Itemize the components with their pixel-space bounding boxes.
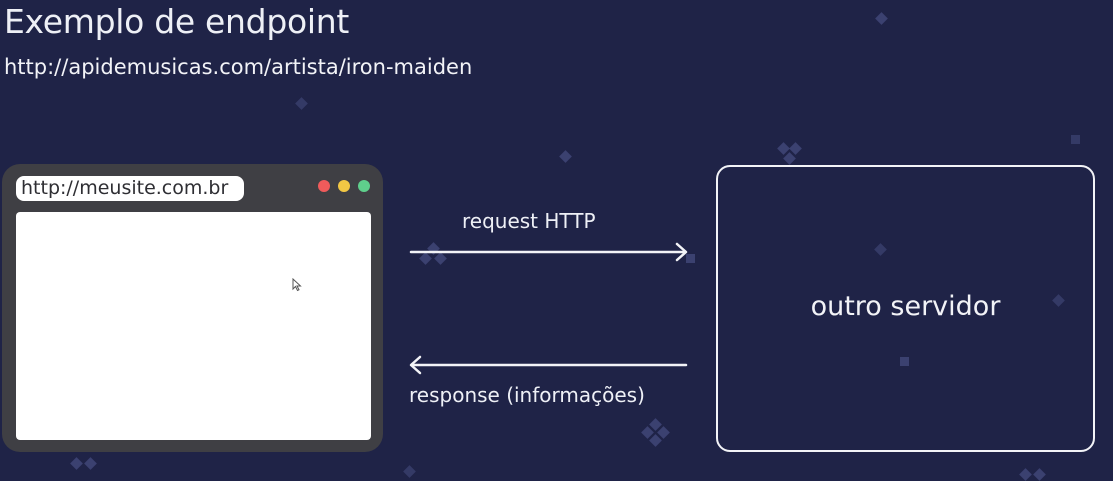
request-label: request HTTP — [462, 209, 596, 233]
address-bar[interactable]: http://meusite.com.br — [16, 176, 244, 201]
response-label: response (informações) — [409, 383, 645, 407]
server-box: outro servidor — [716, 165, 1095, 452]
mouse-cursor-icon — [292, 278, 302, 292]
maximize-dot-icon — [358, 180, 370, 192]
page-title: Exemplo de endpoint — [4, 2, 349, 41]
browser-window: http://meusite.com.br — [2, 164, 383, 452]
endpoint-url: http://apidemusicas.com/artista/iron-mai… — [4, 55, 473, 79]
close-dot-icon — [318, 180, 330, 192]
request-arrow — [409, 242, 688, 262]
response-arrow — [409, 355, 688, 375]
server-label: outro servidor — [810, 291, 1001, 322]
minimize-dot-icon — [338, 180, 350, 192]
browser-viewport — [16, 212, 371, 440]
